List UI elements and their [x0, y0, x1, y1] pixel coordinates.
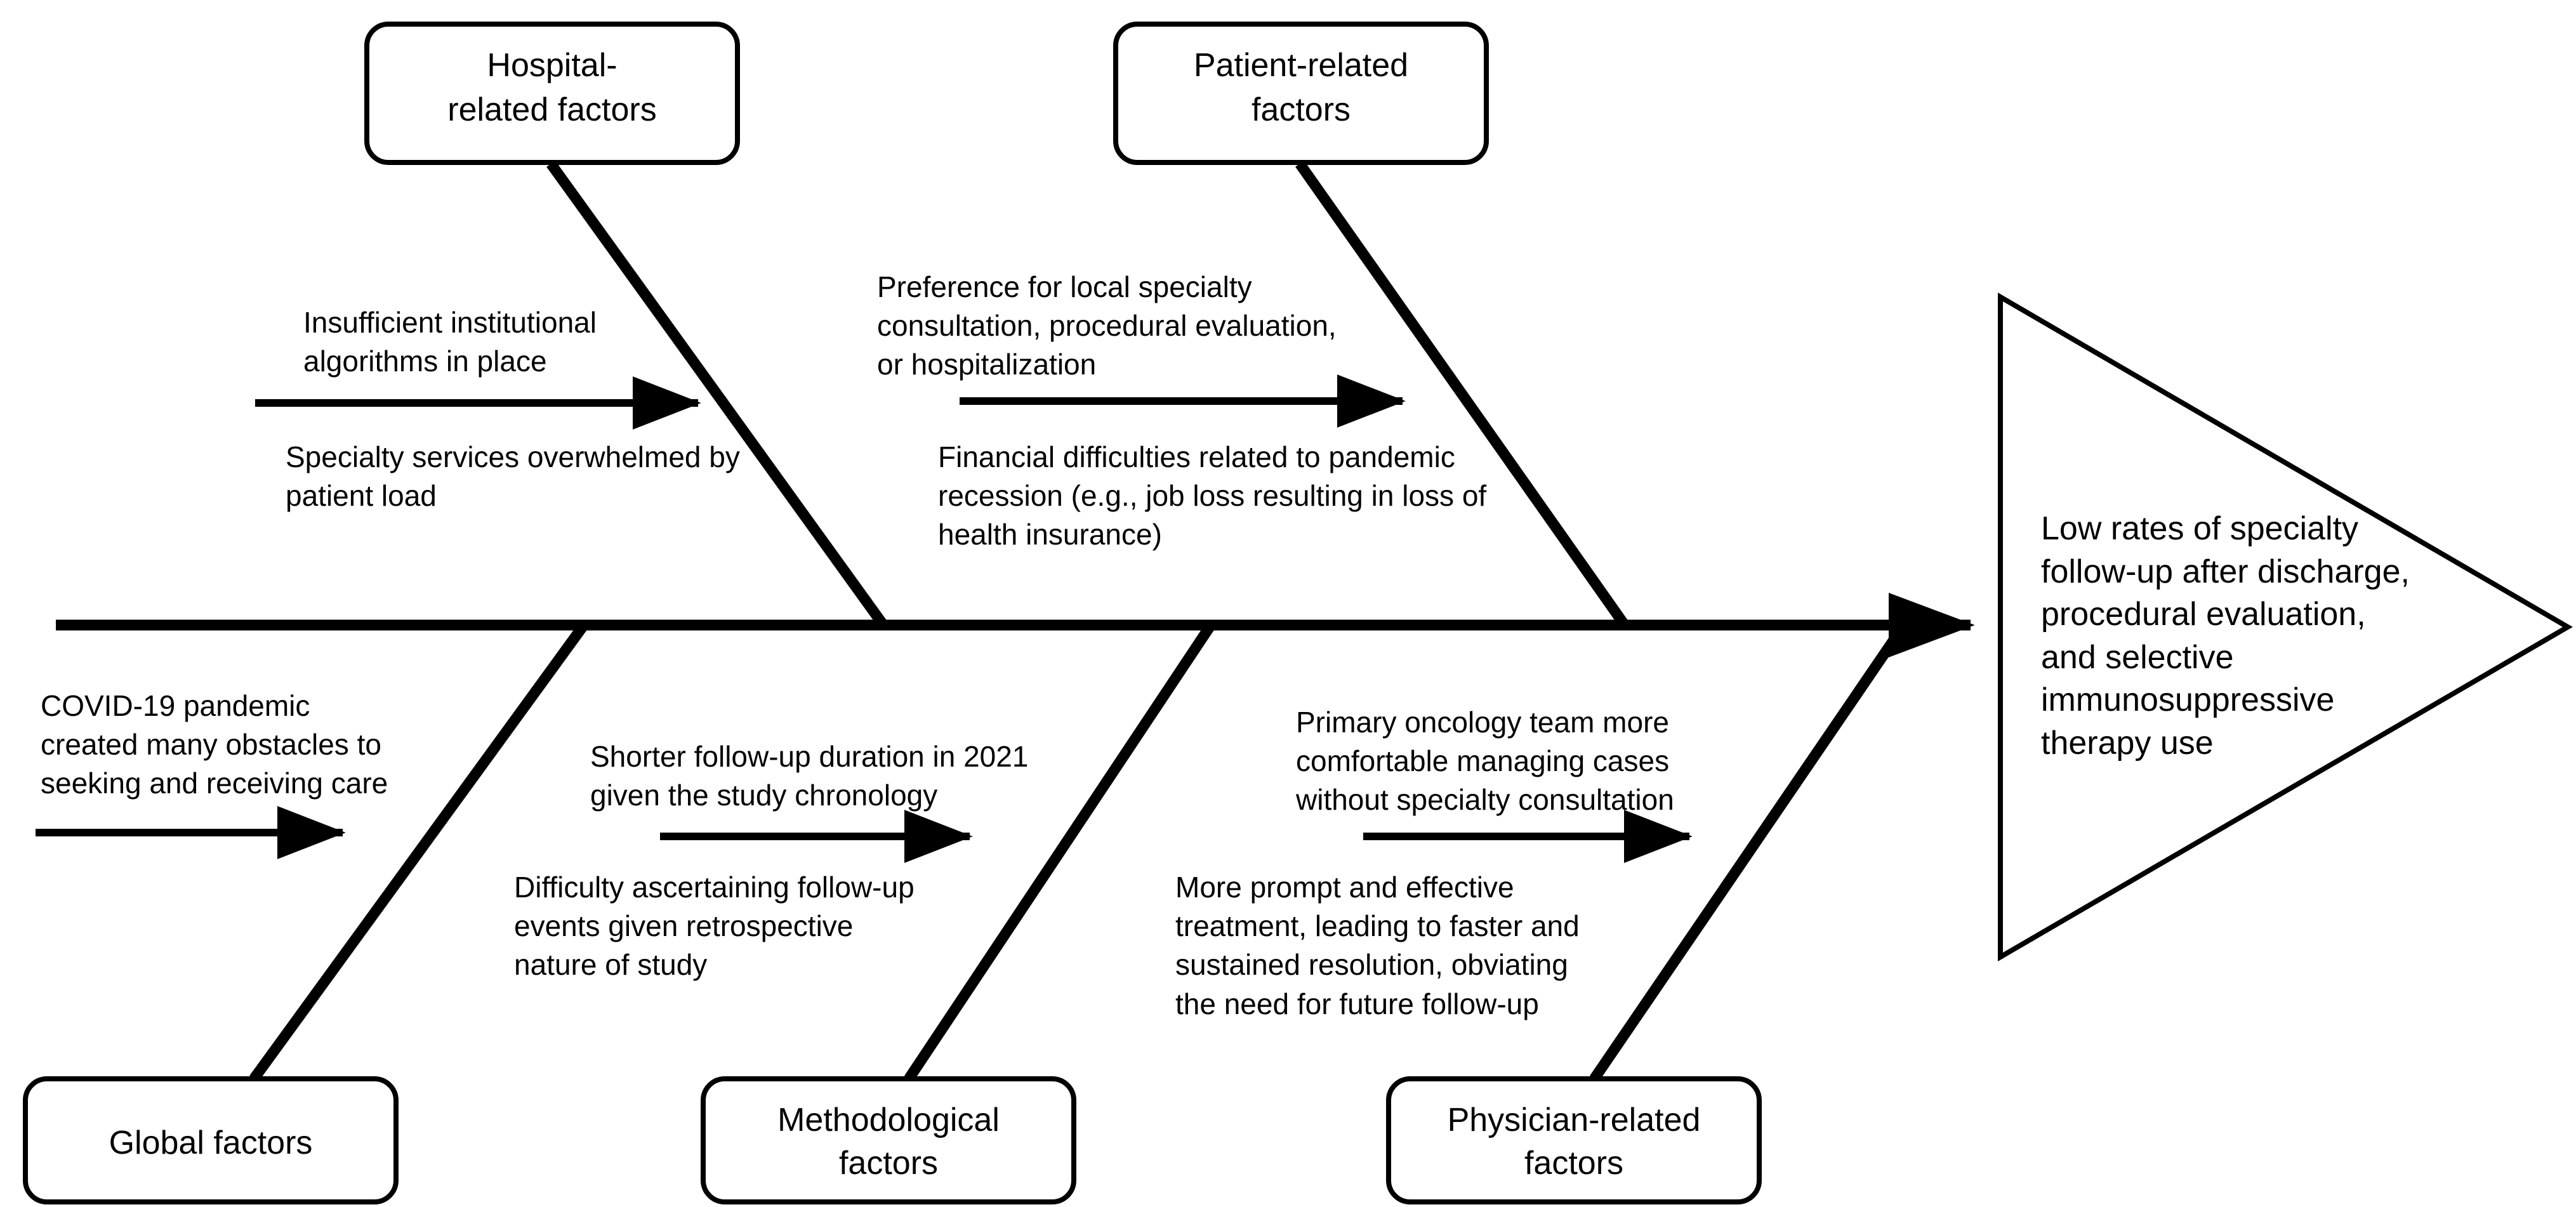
category-label-methodological-factors-line1: Methodological — [777, 1102, 1000, 1138]
category-label-physician-related-factors-line1: Physician-related — [1448, 1102, 1701, 1138]
category-label-physician-related-factors-line2: factors — [1524, 1145, 1623, 1182]
category-box-rect — [1113, 22, 1489, 165]
cause-label-preference-for-local-specialty: Preference for local specialty consultat… — [877, 270, 1337, 381]
category-label-patient-related-factors-line1: Patient-related — [1194, 47, 1408, 84]
bone-global-factors — [249, 622, 588, 1082]
category-box-global-factors[interactable]: Global factors — [23, 1076, 399, 1204]
cause-label-more-prompt-effective-treatment: More prompt and effective treatment, lea… — [1175, 871, 1580, 1020]
category-box-rect — [364, 22, 740, 165]
category-label-methodological-factors-line2: factors — [839, 1145, 938, 1182]
cause-label-primary-oncology-team-comfortable: Primary oncology team more comfortable m… — [1296, 706, 1674, 817]
cause-label-financial-difficulties-pandemic: Financial difficulties related to pandem… — [938, 440, 1487, 551]
category-box-rect — [1386, 1076, 1762, 1204]
category-label-hospital-related-factors-line2: related factors — [447, 91, 657, 128]
bone-methodological-factors — [904, 622, 1216, 1082]
category-label-hospital-related-factors-line1: Hospital- — [487, 47, 617, 84]
category-box-rect — [23, 1076, 399, 1204]
category-box-methodological-factors[interactable]: Methodological factors — [701, 1076, 1076, 1204]
cause-label-shorter-follow-up-duration: Shorter follow-up duration in 2021 given… — [590, 740, 1029, 812]
category-label-global-factors-line1: Global factors — [109, 1125, 313, 1161]
effect-triangle — [1998, 293, 2573, 961]
cause-label-specialty-services-overwhelmed: Specialty services overwhelmed by patien… — [286, 440, 740, 513]
category-box-hospital-related-factors[interactable]: Hospital- related factors — [364, 22, 740, 165]
bone-physician-related-factors-line — [1589, 622, 1909, 1082]
category-label-patient-related-factors-line2: factors — [1252, 91, 1351, 128]
bone-patient-related-factors — [1295, 161, 1629, 628]
cause-label-difficulty-ascertaining-follow-up: Difficulty ascertaining follow-up events… — [514, 871, 915, 982]
cause-label-covid-19-pandemic-obstacles: COVID-19 pandemic created many obstacles… — [41, 689, 388, 800]
bone-hospital-related-factors — [546, 161, 888, 628]
effect-label: Low rates of specialty follow-up after d… — [2041, 510, 2410, 762]
category-box-rect — [701, 1076, 1076, 1204]
category-box-physician-related-factors[interactable]: Physician-related factors — [1386, 1076, 1762, 1204]
cause-label-insufficient-institutional-algorithms: Insufficient institutional algorithms in… — [303, 306, 597, 378]
category-box-patient-related-factors[interactable]: Patient-related factors — [1113, 22, 1489, 165]
